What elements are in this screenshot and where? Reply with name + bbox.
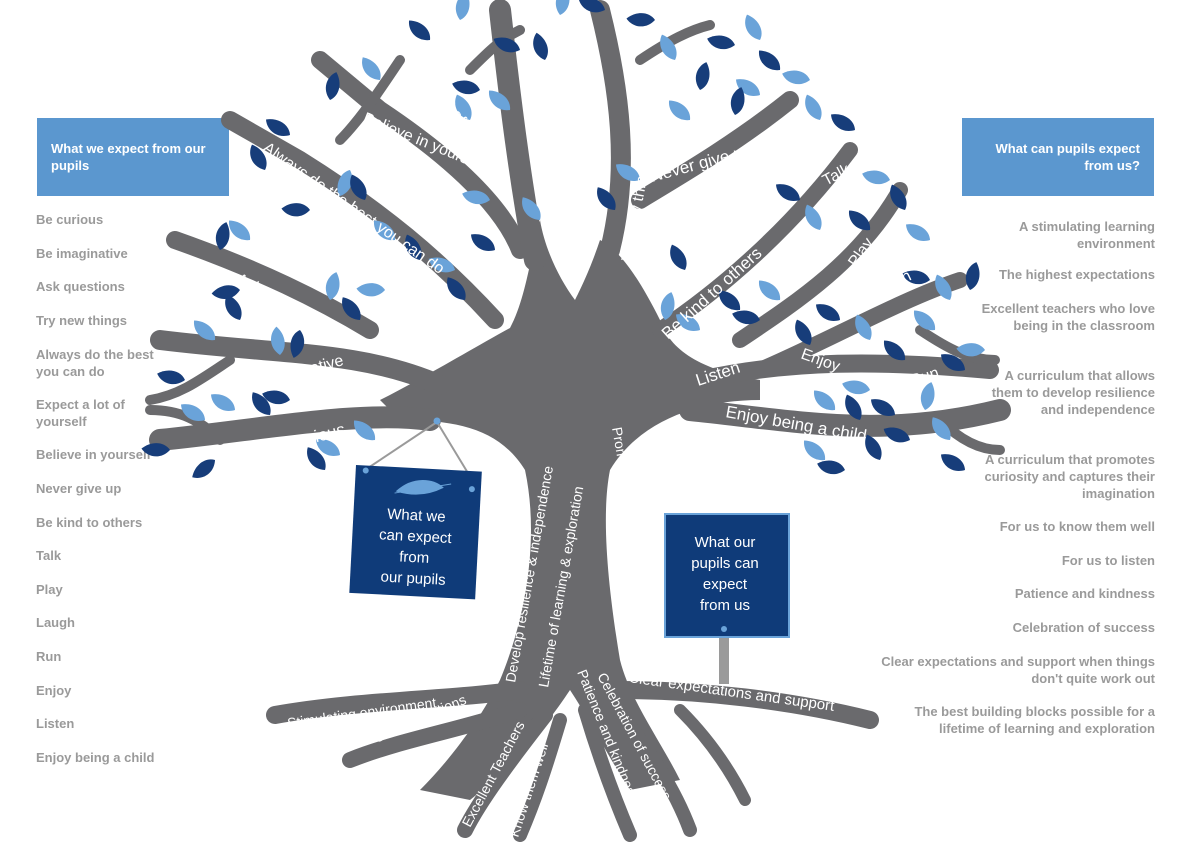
tree-trunk [380, 220, 760, 800]
leaf-icon [666, 94, 693, 126]
left-list-item: Try new things [36, 313, 128, 328]
leaf-icon [188, 457, 220, 481]
feather-icon [394, 480, 452, 495]
left-list-item: Laugh [36, 615, 75, 630]
leaf-icon [860, 163, 892, 191]
leaf-icon [533, 32, 548, 60]
leaf-icon [803, 92, 823, 123]
right-panel-title: What can pupils expect from us? [995, 141, 1140, 173]
right-list-item: For us to listen [1061, 553, 1155, 568]
leaf-icon [549, 0, 577, 17]
label-talk: Talk [820, 161, 854, 190]
left-list-item: Never give up [36, 481, 122, 496]
right-list-item: A curriculum that promotes curiosity and… [984, 452, 1156, 501]
right-post-sign: What our pupils can expect from us [664, 513, 790, 684]
leaf-icon [938, 447, 968, 478]
leaf-icon [811, 384, 838, 416]
left-sign-line-3: from [399, 548, 430, 567]
right-sign-line-3: expect [703, 576, 748, 593]
left-hanging-sign: What we can expect from our pupils [349, 417, 482, 600]
left-list-item: Enjoy [36, 683, 72, 698]
right-sign-line-2: pupils can [691, 555, 759, 572]
left-list-item: Expect a lot of yourself [36, 397, 125, 429]
leaf-icon [756, 44, 783, 76]
leaf-icon [355, 277, 387, 302]
left-list-item: Be kind to others [36, 515, 143, 530]
leaf-icon [226, 214, 253, 246]
left-list-item: Talk [36, 548, 62, 563]
leaf-icon [689, 60, 717, 92]
right-list-item: Patience and kindness [1014, 586, 1155, 601]
right-list-item: The best building blocks possible for a … [914, 704, 1155, 736]
leaf-icon [705, 28, 737, 56]
left-list-item: Play [36, 582, 63, 597]
upper-branches [145, 0, 1011, 455]
leaf-icon [863, 432, 883, 463]
leaf-icon [280, 197, 312, 222]
right-list-item: Celebration of success [1012, 620, 1155, 635]
left-list-item: Be curious [36, 212, 104, 227]
right-sign-line-4: from us [700, 597, 750, 614]
right-list-item: Excellent teachers who love being in the… [981, 301, 1155, 333]
label-promote: Promote curiosity & imagination [609, 426, 659, 623]
left-sign-line-4: our pupils [380, 568, 446, 588]
left-list-item: Be imaginative [36, 246, 128, 261]
left-sign-line-1: What we [387, 506, 446, 526]
left-list-item: Run [36, 649, 62, 664]
left-list-item: Always do the best you can do [36, 347, 154, 379]
right-list-item: A stimulating learning environment [1018, 219, 1155, 251]
right-list-item: For us to know them well [999, 519, 1155, 534]
left-list-item: Enjoy being a child [36, 750, 155, 765]
leaf-icon [828, 107, 858, 138]
leaf-icon [840, 373, 872, 401]
leaf-icon [449, 0, 477, 22]
label-never-give-up: Never give up [648, 140, 754, 186]
leaf-icon [625, 7, 657, 32]
left-list-item: Believe in yourself [36, 447, 151, 462]
leaf-icon [359, 53, 383, 85]
left-sign-line-2: can expect [379, 526, 453, 547]
right-sign-line-1: What our [695, 534, 756, 551]
right-list-item: A curriculum that allows them to develop… [991, 368, 1155, 417]
left-list-item: Ask questions [36, 279, 125, 294]
roots [266, 681, 879, 842]
leaf-icon [813, 297, 843, 328]
leaf-icon [450, 73, 482, 101]
left-list-item: Listen [36, 716, 75, 731]
leaf-icon [780, 63, 812, 91]
leaf-icon [903, 217, 933, 248]
right-panel-header: What can pupils expect from us? [962, 118, 1154, 196]
left-panel-title: What we expect from our pupils [51, 141, 206, 173]
leaf-icon [756, 274, 783, 306]
leaf-icon [668, 242, 688, 273]
leaf-icon [468, 227, 498, 258]
right-list-item: The highest expectations [998, 267, 1155, 282]
right-list-item: Clear expectations and support when thin… [881, 654, 1155, 686]
leaf-icon [208, 387, 238, 418]
left-panel-header: What we expect from our pupils [37, 118, 229, 196]
leaf-icon [743, 12, 763, 43]
